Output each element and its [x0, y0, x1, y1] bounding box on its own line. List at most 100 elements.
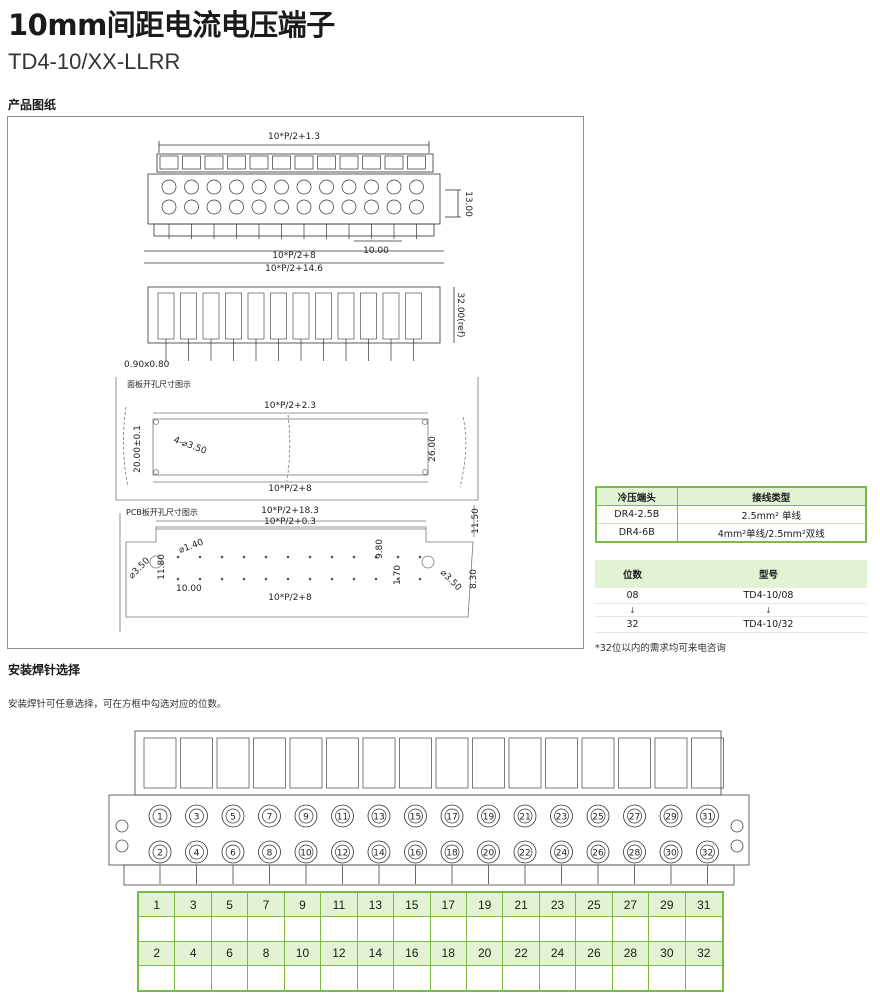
dim-pcb-350-left: ⌀3.50 — [127, 556, 152, 581]
side-cell — [270, 292, 287, 340]
screw-top — [513, 804, 537, 828]
screw-ring — [262, 844, 277, 860]
screw-ring — [481, 844, 496, 860]
pin-number-cell: 17 — [430, 893, 467, 918]
pin-select-checkbox[interactable] — [321, 917, 358, 942]
pin-number-cell: 4 — [175, 941, 212, 966]
dim-overall: 10*P/2+14.6 — [265, 264, 323, 274]
screw-bottom — [251, 199, 267, 215]
pin-number-cell: 21 — [503, 893, 540, 918]
screw-bottom — [367, 840, 391, 864]
pcb-hole-top — [396, 555, 400, 559]
pin-select-checkbox[interactable] — [248, 965, 285, 990]
pin-select-checkbox[interactable] — [540, 965, 577, 990]
pcb-hole-top — [286, 555, 290, 559]
dim-panel-26: 26.00 — [428, 436, 438, 462]
pin-select-checkbox[interactable] — [649, 917, 686, 942]
screw-bottom — [258, 840, 281, 864]
pin-select-checkbox[interactable] — [503, 917, 540, 942]
dim-pin-size: 0.90x0.80 — [124, 360, 170, 370]
pin-select-checkbox[interactable] — [175, 917, 212, 942]
pin-select-checkbox[interactable] — [285, 965, 322, 990]
screw-bottom — [296, 199, 312, 215]
side-cell — [247, 292, 265, 340]
screw-ring — [298, 808, 314, 824]
pin-select-checkbox[interactable] — [321, 965, 358, 990]
dim-pcb-1150: 11.50 — [471, 508, 481, 534]
pin-select-checkbox[interactable] — [503, 965, 540, 990]
pin-select-checkbox[interactable] — [394, 917, 431, 942]
pin-label-odd: 17 — [446, 813, 457, 823]
screw-bottom — [404, 840, 427, 864]
top-latch — [362, 155, 381, 170]
pin-housing — [143, 737, 177, 789]
pin-select-checkbox[interactable] — [685, 917, 722, 942]
pin-select-checkbox[interactable] — [357, 917, 395, 942]
screw-ring — [700, 844, 715, 860]
screw-ring — [554, 844, 569, 860]
pin-number-cell: 10 — [284, 941, 322, 966]
pin-select-checkbox[interactable] — [613, 965, 650, 990]
pin-select-checkbox[interactable] — [431, 965, 467, 990]
screw-ring — [225, 844, 241, 860]
position-cell: 32 — [595, 616, 670, 633]
dim-side-32: 32.00(ref) — [455, 293, 465, 338]
pin-number-cell: 19 — [466, 893, 504, 918]
pin-label-even: 2 — [157, 849, 163, 859]
pin-label-even: 4 — [194, 849, 200, 859]
pin-select-checkbox[interactable] — [576, 965, 613, 990]
pcb-hole-bottom — [198, 577, 202, 581]
pin-select-checkbox[interactable] — [394, 965, 431, 990]
dim-pitch: 10.00 — [363, 246, 389, 256]
screw-ring — [700, 808, 715, 824]
pin-select-checkbox[interactable] — [576, 917, 613, 942]
pin-housing — [472, 737, 505, 789]
model-header: 型号 — [669, 560, 867, 588]
top-latch — [227, 155, 246, 170]
pin-select-checkbox[interactable] — [212, 965, 249, 990]
side-cell — [315, 292, 332, 340]
pin-number-cell: 6 — [211, 941, 249, 966]
pin-select-checkbox[interactable] — [612, 917, 650, 942]
pin-housing — [362, 737, 396, 789]
dim-pcb-pin-dia: ⌀1.40 — [178, 538, 206, 556]
dim-pcb-1000: 10.00 — [176, 584, 202, 594]
pin-select-checkbox[interactable] — [466, 917, 504, 942]
screw-top — [586, 804, 610, 828]
screw-bottom — [696, 840, 719, 864]
screw-ring — [444, 808, 460, 824]
position-cell: 08 — [595, 588, 670, 604]
position-model-table: 位数 型号 08 TD4-10/08 ↓ ↓ 32 TD4-10/32 — [595, 560, 867, 633]
screw-ring — [408, 808, 423, 824]
pin-select-checkbox[interactable] — [139, 917, 176, 942]
pin-select-checkbox[interactable] — [467, 965, 504, 990]
screw-top — [294, 804, 318, 828]
pcb-hole-top — [330, 555, 334, 559]
panel-cutout-label: 面板开孔尺寸图示 — [127, 379, 191, 389]
screw-bottom — [148, 840, 172, 864]
screw-bottom — [229, 199, 244, 215]
table-row: 32 TD4-10/32 — [595, 616, 867, 633]
screw-ring — [444, 844, 460, 860]
pin-select-checkbox[interactable] — [358, 965, 395, 990]
screw-top — [623, 804, 646, 828]
screw-top — [185, 804, 208, 828]
pin-select-checkbox[interactable] — [248, 917, 285, 942]
pcb-hole-top — [242, 555, 246, 559]
pin-select-checkbox[interactable] — [284, 917, 322, 942]
screw-top — [148, 804, 172, 828]
pin-select-checkbox[interactable] — [175, 965, 212, 990]
pin-select-checkbox[interactable] — [430, 917, 467, 942]
top-latch — [159, 155, 179, 170]
screw-top — [440, 804, 464, 828]
pin-select-checkbox[interactable] — [539, 917, 577, 942]
dim-top-total: 10*P/2+1.3 — [268, 132, 320, 142]
pin-select-checkbox[interactable] — [211, 917, 249, 942]
screw-bottom — [364, 199, 379, 215]
table-row: DR4-2.5B 2.5mm² 单线 — [596, 505, 866, 524]
pin-select-checkbox[interactable] — [686, 966, 722, 990]
pin-select-checkbox[interactable] — [649, 965, 686, 990]
pin-select-checkbox[interactable] — [139, 965, 176, 990]
pcb-hole-bottom — [264, 577, 268, 581]
screw-bottom — [386, 199, 402, 215]
